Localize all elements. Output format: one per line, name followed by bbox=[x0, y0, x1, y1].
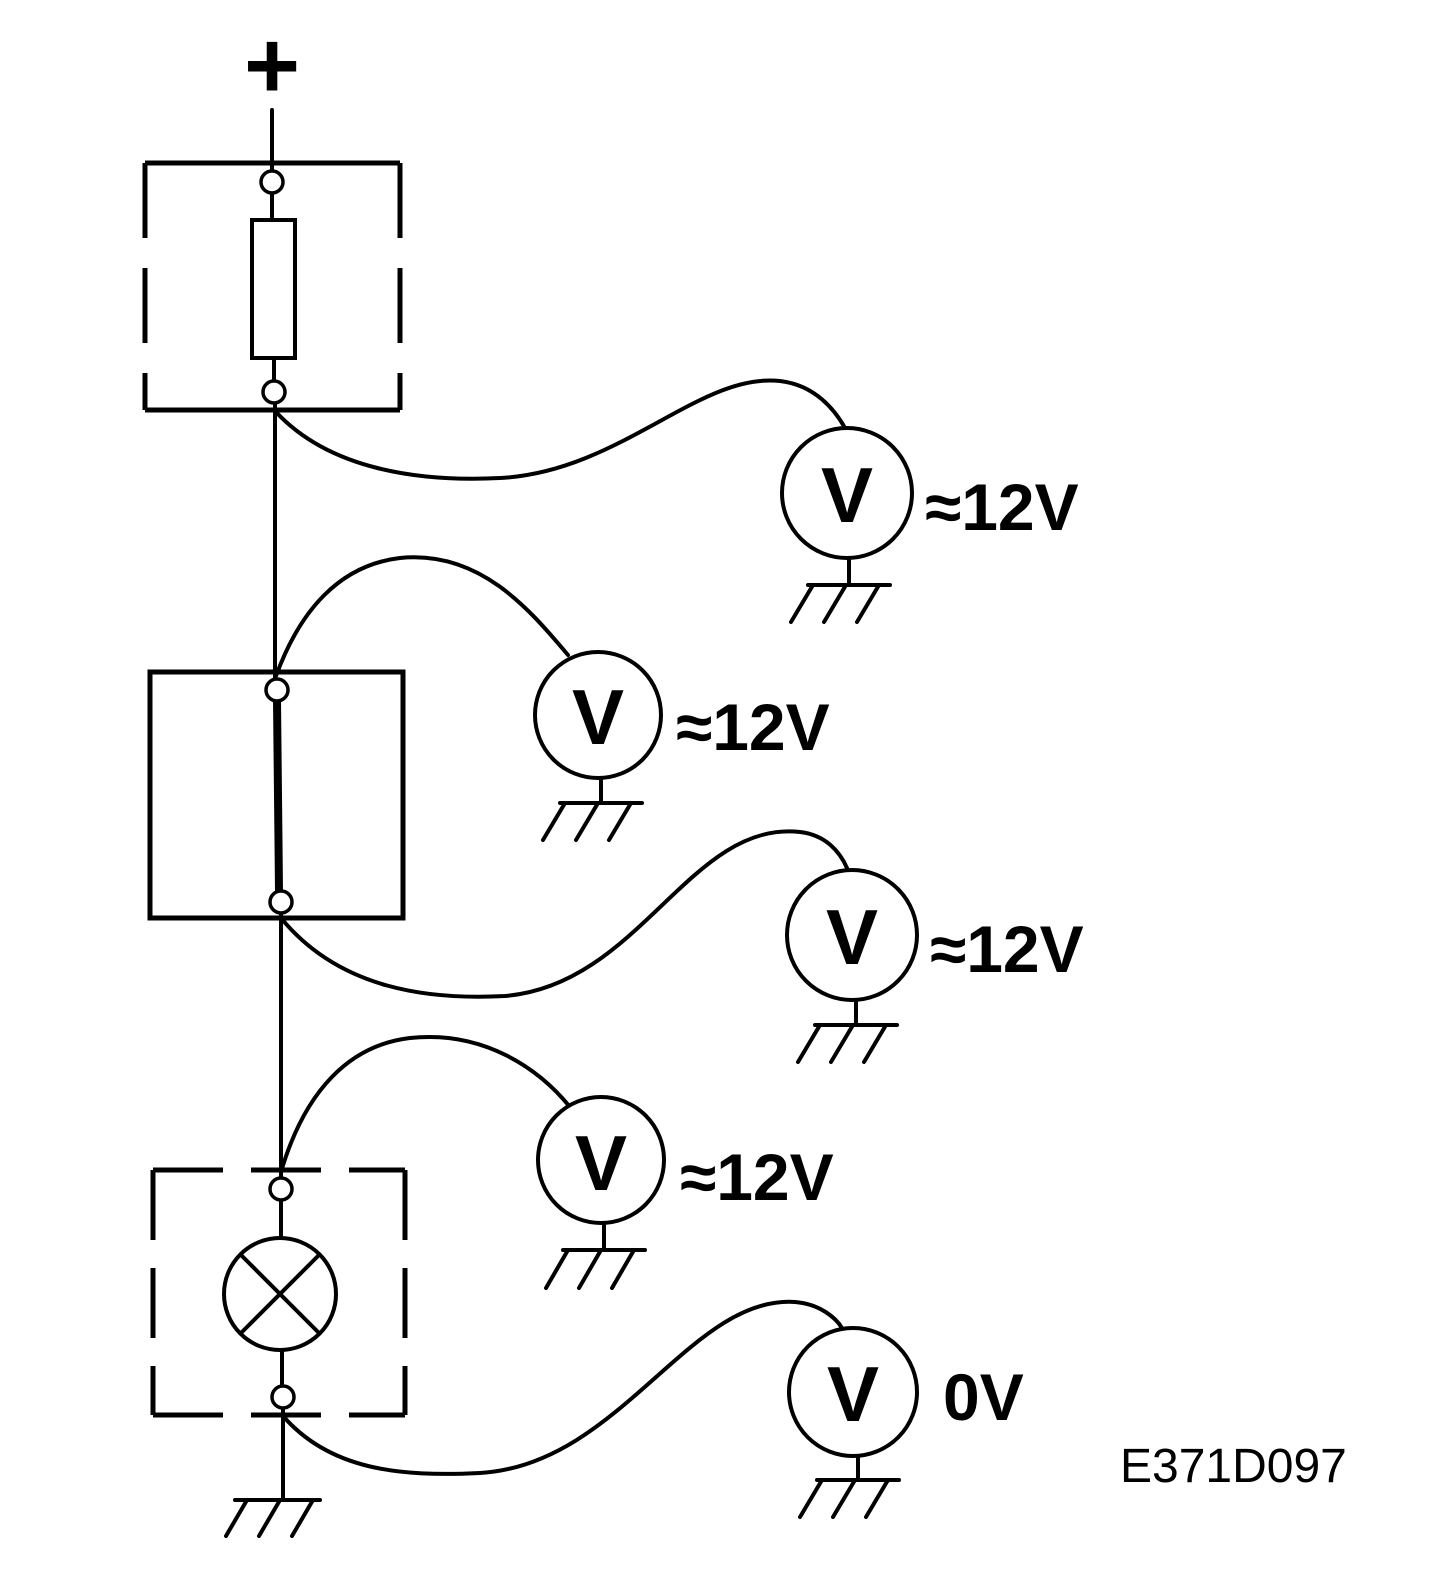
lamp-terminal-top bbox=[268, 1176, 294, 1202]
voltmeter-2-symbol: V bbox=[572, 673, 624, 761]
figure-code: E371D097 bbox=[1120, 1440, 1347, 1493]
voltmeter-4-reading: ≈12V bbox=[680, 1140, 834, 1214]
switch-terminal-bottom bbox=[268, 889, 294, 915]
voltmeter-2: V ≈12V bbox=[533, 650, 830, 842]
resistor-element bbox=[250, 218, 297, 360]
lamp-symbol bbox=[222, 1236, 338, 1352]
probe-lead-3 bbox=[279, 829, 849, 999]
circuit-ground-symbol bbox=[224, 1498, 322, 1538]
voltmeter-1-ground-symbol bbox=[789, 583, 892, 624]
switch-component bbox=[147, 669, 406, 921]
voltmeter-3-ground-symbol bbox=[796, 1023, 899, 1064]
voltmeter-2-ground-symbol bbox=[541, 801, 644, 842]
voltmeter-5-symbol: V bbox=[827, 1350, 879, 1438]
voltmeter-5: V 0V bbox=[787, 1326, 1024, 1519]
supply-plus-label: + bbox=[244, 12, 300, 119]
probe-lead-5 bbox=[281, 1299, 844, 1476]
voltmeter-5-ground-symbol bbox=[798, 1478, 901, 1519]
voltmeter-5-reading: 0V bbox=[943, 1360, 1024, 1434]
probe-lead-4 bbox=[279, 1035, 572, 1174]
voltmeter-2-reading: ≈12V bbox=[676, 690, 830, 764]
probe-lead-1 bbox=[274, 378, 847, 481]
switch-terminal-top bbox=[264, 677, 290, 703]
fuse-terminal-bottom bbox=[261, 379, 287, 405]
voltmeter-1-symbol: V bbox=[821, 451, 873, 539]
voltmeter-3-symbol: V bbox=[826, 893, 878, 981]
fuse-component bbox=[142, 160, 403, 413]
lamp-terminal-bottom bbox=[270, 1384, 296, 1410]
voltmeter-4-symbol: V bbox=[575, 1119, 627, 1207]
voltmeter-3: V ≈12V bbox=[785, 868, 1084, 1064]
voltmeter-4: V ≈12V bbox=[536, 1095, 834, 1290]
fuse-terminal-top bbox=[259, 169, 285, 195]
voltmeter-3-reading: ≈12V bbox=[930, 912, 1084, 986]
voltmeter-4-ground-symbol bbox=[544, 1248, 647, 1290]
voltmeter-1: V ≈12V bbox=[780, 426, 1079, 624]
probe-lead-2 bbox=[274, 555, 570, 678]
voltmeter-1-reading: ≈12V bbox=[925, 470, 1079, 544]
probe-leads bbox=[274, 378, 849, 1476]
lamp-component bbox=[150, 1167, 408, 1418]
